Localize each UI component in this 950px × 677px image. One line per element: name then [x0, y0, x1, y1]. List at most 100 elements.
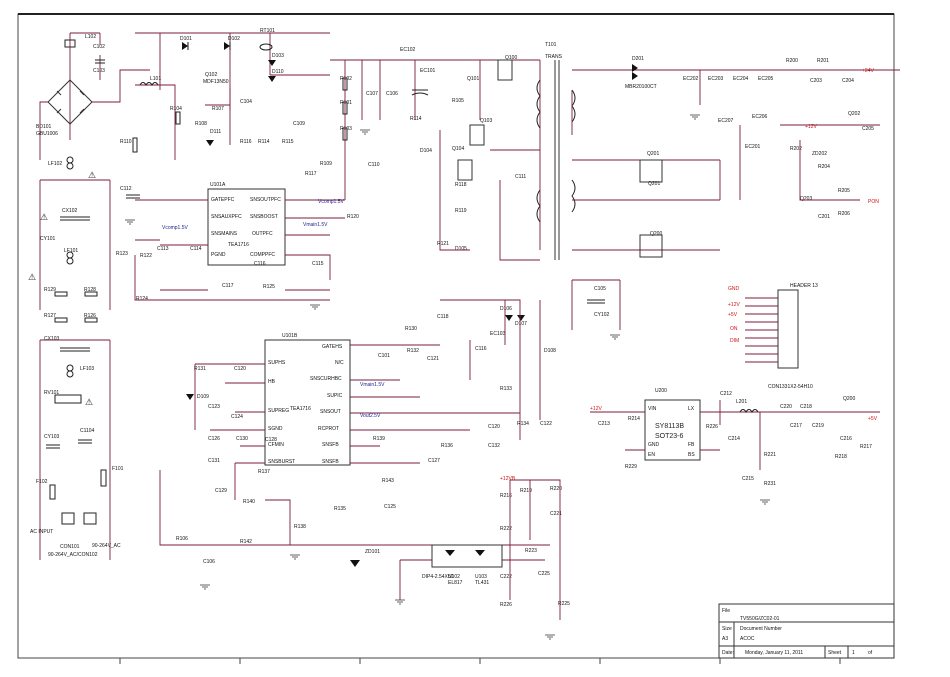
- ic-u101b-part: TEA1716: [290, 406, 311, 412]
- ref-f101: F101: [112, 466, 124, 472]
- ref-trans: TRANS: [545, 54, 563, 60]
- ref-c225: C225: [538, 571, 550, 577]
- pin-fb: FB: [688, 442, 695, 448]
- ref-r133: R133: [500, 386, 512, 392]
- net-vmain: Vmain1.5V: [303, 222, 328, 228]
- title-doc-value: ACOC: [740, 636, 755, 642]
- pfc-section: D101 D102 RT101 D103 D110 L101 Q102 MDF1…: [116, 28, 380, 302]
- ref-d111: D111: [210, 129, 221, 135]
- ref-r225: R225: [558, 601, 570, 607]
- ref-r218: R218: [835, 454, 847, 460]
- ic-u200-ref: U200: [655, 388, 667, 394]
- ref-cx103: CX103: [44, 336, 60, 342]
- ref-r142: R142: [240, 539, 252, 545]
- ref-ec201: EC201: [745, 144, 761, 150]
- ref-r105: R105: [452, 98, 464, 104]
- ref-q203: Q203: [800, 196, 812, 202]
- ref-r109: R109: [320, 161, 332, 167]
- net-pon: PON: [868, 199, 879, 205]
- pin-rcprot: RCPROT: [318, 426, 339, 432]
- border-ticks: [119, 658, 841, 664]
- ref-r104: R104: [170, 106, 182, 112]
- ref-r219: R219: [520, 488, 532, 494]
- title-of-label: of: [868, 650, 873, 656]
- pin-snscurhbc: SNSCURHBC: [310, 376, 342, 382]
- pin-hb: HB: [268, 379, 276, 385]
- ref-c131: C131: [208, 458, 220, 464]
- ref-c106b: C106: [203, 559, 215, 565]
- pin-vin: VIN: [648, 406, 657, 412]
- ic-u101a: [207, 188, 286, 266]
- ref-c104: C104: [240, 99, 252, 105]
- ref-r124: R124: [136, 296, 148, 302]
- ref-r134: R134: [517, 421, 529, 427]
- ref-r223: R223: [525, 548, 537, 554]
- ic-u101a-ref: U101A: [210, 182, 226, 188]
- ref-ec207: EC207: [718, 118, 734, 124]
- ref-zd101: ZD101: [365, 549, 380, 555]
- ref-r110: R110: [120, 139, 132, 145]
- ref-c214: C214: [728, 436, 740, 442]
- ic-u101b-ref: U101B: [282, 333, 298, 339]
- ref-c116: C116: [254, 261, 266, 267]
- ref-c125: C125: [384, 504, 396, 510]
- ref-l201: L201: [736, 399, 747, 405]
- net-plus5-con: +5V: [728, 312, 738, 318]
- ref-r132: R132: [407, 348, 419, 354]
- pin-snsout: SNSOUT: [320, 409, 341, 415]
- ref-r202: R202: [790, 146, 802, 152]
- ref-ec103: EC103: [490, 331, 506, 337]
- ref-r117: R117: [305, 171, 317, 177]
- ref-r206: R206: [838, 211, 850, 217]
- ground-symbols: [125, 114, 770, 640]
- ref-r106: R118: [455, 182, 467, 188]
- ref-r137: R137: [258, 469, 270, 475]
- ref-c221: C221: [550, 511, 562, 517]
- ref-r220: R220: [550, 486, 562, 492]
- pin-suphs: SUPHS: [268, 360, 286, 366]
- ref-r108: R108: [195, 121, 207, 127]
- ref-ec205: EC205: [758, 76, 774, 82]
- ref-r131: R131: [194, 366, 206, 372]
- title-sheet-label: Sheet: [828, 650, 842, 656]
- ref-r115: R115: [282, 139, 294, 145]
- ref-r216: R216: [500, 493, 512, 499]
- ref-c124: C124: [231, 414, 243, 420]
- ref-c1104: C1104: [80, 428, 95, 434]
- ref-d104: D104: [420, 148, 432, 154]
- ref-r120: R120: [347, 214, 359, 220]
- ref-r200: R200: [786, 58, 798, 64]
- ref-l102: L102: [85, 34, 96, 40]
- ref-r114: R114: [258, 139, 270, 145]
- con201-body: [777, 289, 799, 369]
- ref-c126: C126: [208, 436, 220, 442]
- ref-r101: R101: [340, 100, 352, 106]
- ic-u101b-section: U101B TEA1716 SUPHS HB SUPREG SGND CFMIN…: [159, 299, 556, 567]
- ref-d101: D101: [180, 36, 192, 42]
- pin-gnd: GND: [648, 442, 660, 448]
- pin-supreg: SUPREG: [268, 408, 289, 414]
- net-plus12b: +12VB: [500, 476, 516, 482]
- ref-c220: C220: [780, 404, 792, 410]
- ref-q102-part: MDF13N50: [203, 79, 229, 85]
- net-pfcout: Vcomp1.5V: [318, 199, 345, 205]
- pin-lx: LX: [688, 406, 695, 412]
- title-size-label: Size: [722, 626, 732, 632]
- ref-r123: R123: [116, 251, 128, 257]
- con101-value: 90-264V_AC/CON102: [48, 552, 98, 558]
- warning-icon-1: ⚠: [88, 170, 96, 180]
- ref-r204: R204: [818, 164, 830, 170]
- ref-c222: C222: [500, 574, 512, 580]
- ref-r121: R121: [437, 241, 449, 247]
- ref-c118: C118: [437, 314, 449, 320]
- ref-r126: R126: [84, 313, 96, 319]
- ref-f102: F102: [36, 479, 48, 485]
- ref-c203: C203: [810, 78, 822, 84]
- pin-nc: N/C: [335, 360, 344, 366]
- pin-snsfb-2: SNSFB: [322, 459, 339, 465]
- ref-c117: C117: [222, 283, 234, 289]
- pin-snsfb-1: SNSFB: [322, 442, 339, 448]
- ref-q104: Q104: [452, 146, 464, 152]
- ref-c128: C128: [265, 437, 277, 443]
- ref-r125: R125: [263, 284, 275, 290]
